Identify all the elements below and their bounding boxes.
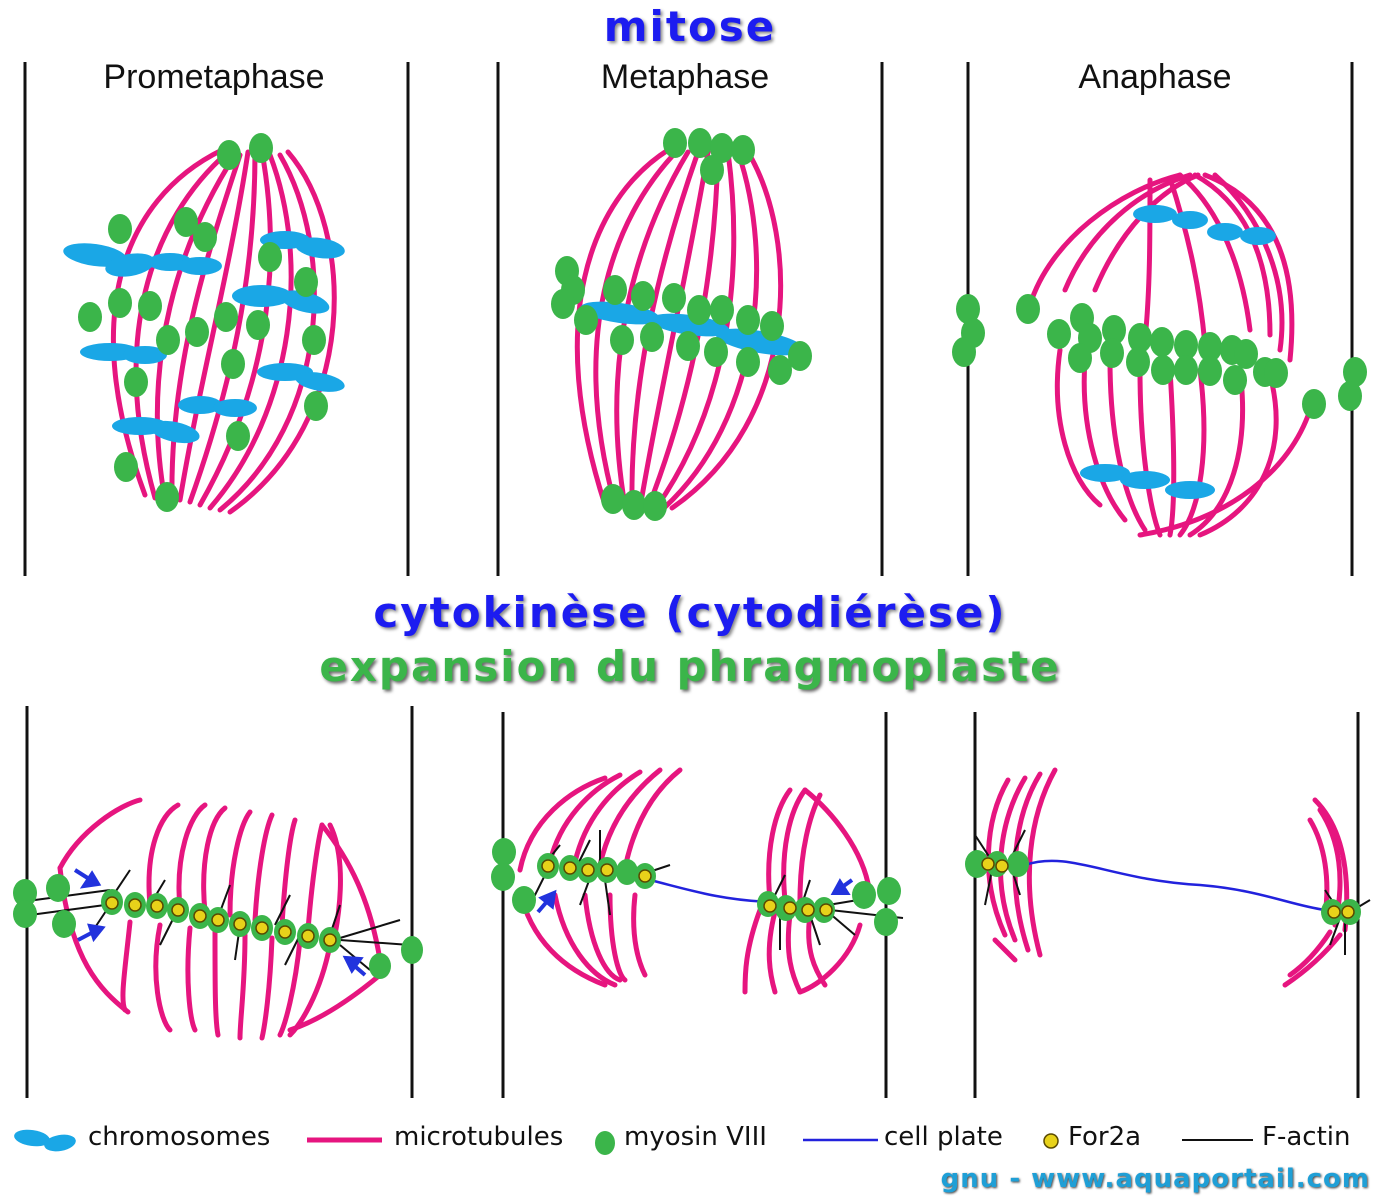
cytokinesis-stage-1: [13, 797, 423, 1041]
credit-watermark: gnu - www.aquaportail.com: [940, 1164, 1370, 1194]
prometaphase-cell: [63, 133, 345, 515]
legend-for2a-icon: [1043, 1133, 1059, 1149]
metaphase-cell: [551, 128, 812, 521]
stage3-myosin: [965, 850, 1361, 925]
label-anaphase: Anaphase: [1078, 58, 1232, 96]
legend-symbols: [14, 1129, 1253, 1155]
stage2-for2a: [541, 859, 833, 917]
anaphase-cell: [952, 172, 1367, 538]
stage2-arrows: [536, 878, 854, 914]
stage1-for2a: [105, 896, 337, 947]
title-cytokinese: cytokinèse (cytodiérèse): [373, 588, 1007, 637]
stage3-for2a: [981, 857, 1355, 919]
legend-chromosome-icon: [14, 1129, 76, 1152]
stage2-cell-plate: [649, 878, 771, 904]
metaphase-myosin: [551, 128, 812, 521]
prometaphase-chromosomes: [63, 231, 345, 444]
stage1-arrows: [73, 868, 367, 977]
title-mitose: mitose: [603, 2, 777, 51]
legend-microtubules-label: microtubules: [394, 1122, 564, 1152]
label-metaphase: Metaphase: [600, 58, 770, 96]
legend-for2a-label: For2a: [1068, 1122, 1142, 1152]
stage2-microtubules: [517, 767, 873, 995]
label-prometaphase: Prometaphase: [103, 58, 325, 96]
legend-chromosomes-label: chromosomes: [88, 1122, 271, 1152]
anaphase-myosin: [952, 294, 1367, 419]
stage3-cell-plate: [1024, 859, 1326, 912]
legend-cell-plate-label: cell plate: [884, 1122, 1003, 1152]
cytokinesis-stage-3: [965, 767, 1371, 988]
prometaphase-myosin: [78, 133, 328, 512]
stage3-microtubules: [985, 767, 1350, 988]
legend-myosin-icon: [595, 1131, 615, 1155]
title-expansion: expansion du phragmoplaste: [319, 642, 1061, 691]
legend-f-actin-label: F-actin: [1262, 1122, 1351, 1152]
anaphase-chromosomes: [1080, 205, 1276, 499]
legend-myosin-label: myosin VIII: [624, 1122, 767, 1152]
cytokinesis-stage-2: [491, 767, 904, 995]
metaphase-chromosomes: [580, 301, 805, 356]
